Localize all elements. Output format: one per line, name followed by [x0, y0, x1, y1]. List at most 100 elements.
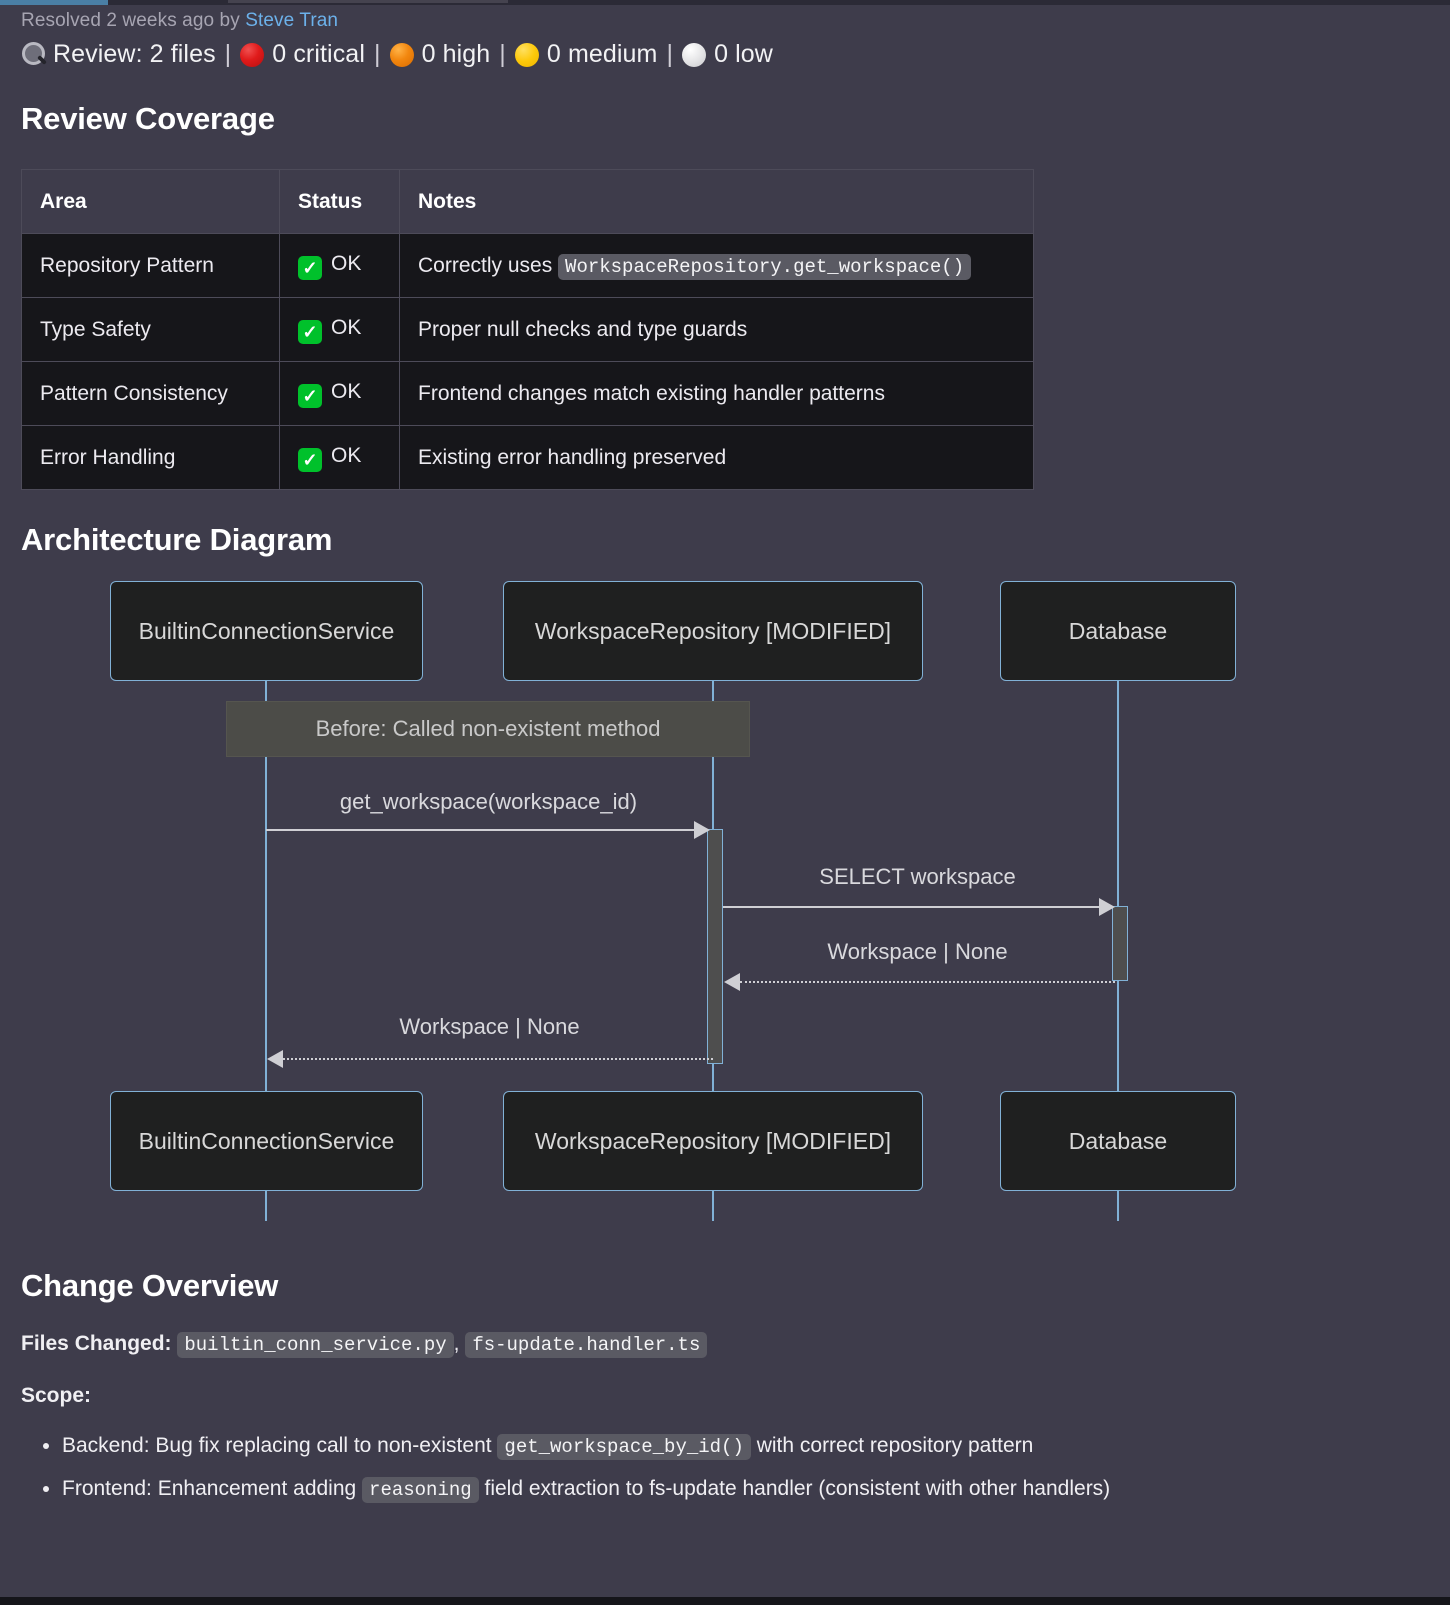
- check-mark-icon: ✓: [298, 319, 322, 344]
- participant-label: WorkspaceRepository [MODIFIED]: [534, 617, 892, 644]
- participant-top-repo[interactable]: WorkspaceRepository [MODIFIED]: [503, 581, 923, 681]
- participant-bottom-svc[interactable]: BuiltinConnectionService: [110, 1091, 423, 1191]
- participant-label: BuiltinConnectionService: [138, 617, 395, 644]
- progress-secondary-segment: [228, 0, 508, 3]
- author-link[interactable]: Steve Tran: [245, 10, 339, 31]
- message-arrow-1: [266, 829, 696, 831]
- scope-text-suffix: field extraction to fs-update handler (c…: [478, 1476, 1111, 1500]
- cell-notes: Proper null checks and type guards: [399, 297, 1034, 362]
- orange-circle-icon: [389, 42, 414, 67]
- review-summary-bar: Review: 2 files | 0 critical | 0 high | …: [0, 32, 1450, 69]
- participant-label: Database: [1068, 617, 1168, 644]
- arrowhead-left-3: [724, 973, 740, 991]
- scope-list: Backend: Bug fix replacing call to non-e…: [0, 1432, 1450, 1503]
- files-changed-line: Files Changed: builtin_conn_service.py, …: [21, 1332, 1450, 1358]
- bottom-bar: [0, 1597, 1450, 1605]
- message-label-2: SELECT workspace: [819, 864, 1016, 889]
- severity-critical-label: 0 critical: [272, 40, 365, 68]
- status-text: OK: [331, 315, 362, 339]
- cell-area: Pattern Consistency: [21, 361, 280, 426]
- diagram-note: Before: Called non-existent method: [226, 701, 750, 757]
- cell-status: ✓ OK: [279, 361, 400, 426]
- lifeline-svc: [265, 681, 267, 1221]
- check-mark-icon: ✓: [298, 383, 322, 408]
- column-header-status: Status: [279, 169, 400, 234]
- participant-label: BuiltinConnectionService: [138, 1127, 395, 1154]
- arrowhead-left-4: [267, 1050, 283, 1068]
- message-label-1: get_workspace(workspace_id): [339, 789, 638, 814]
- cell-status: ✓ OK: [279, 425, 400, 490]
- arrowhead-right-2: [1099, 898, 1115, 916]
- red-circle-icon: [240, 42, 265, 67]
- summary-separator-1: |: [224, 40, 232, 68]
- cell-area: Error Handling: [21, 425, 280, 490]
- status-text: OK: [331, 251, 362, 275]
- message-label-4: Workspace | None: [399, 1014, 580, 1039]
- white-circle-icon: [682, 42, 707, 67]
- activation-repo: [707, 829, 723, 1064]
- notes-text: Correctly uses: [418, 253, 559, 277]
- architecture-diagram-title: Architecture Diagram: [21, 522, 333, 557]
- status-text: OK: [331, 443, 362, 467]
- scope-label-text: Scope:: [21, 1384, 92, 1407]
- scope-code: get_workspace_by_id(): [497, 1434, 751, 1460]
- file-chip-1[interactable]: builtin_conn_service.py: [177, 1332, 454, 1358]
- top-progress-strip: [0, 0, 1450, 5]
- arrowhead-right-1: [694, 821, 710, 839]
- cell-status: ✓ OK: [279, 297, 400, 362]
- summary-separator-4: |: [666, 40, 674, 68]
- check-mark-icon: ✓: [298, 447, 322, 472]
- cell-notes: Frontend changes match existing handler …: [399, 361, 1034, 426]
- review-files-label: Review: 2 files: [53, 40, 216, 68]
- activation-db: [1112, 906, 1128, 981]
- notes-text: Existing error handling preserved: [418, 445, 727, 469]
- message-arrow-2: [723, 906, 1101, 908]
- scope-text-suffix: with correct repository pattern: [750, 1434, 1034, 1457]
- message-arrow-4: [283, 1058, 713, 1060]
- scope-text-prefix: Frontend: Enhancement adding: [62, 1476, 363, 1500]
- cell-area: Type Safety: [21, 297, 280, 362]
- notes-text: Frontend changes match existing handler …: [418, 381, 885, 405]
- files-changed-label: Files Changed:: [21, 1332, 172, 1355]
- check-mark-icon: ✓: [298, 255, 322, 280]
- cell-notes: Existing error handling preserved: [399, 425, 1034, 490]
- cell-status: ✓ OK: [279, 233, 400, 298]
- table-header-row: Area Status Notes: [21, 169, 1034, 234]
- table-row: Pattern Consistency ✓ OK Frontend changes…: [21, 361, 1034, 426]
- participant-label: WorkspaceRepository [MODIFIED]: [534, 1127, 892, 1154]
- participant-bottom-repo[interactable]: WorkspaceRepository [MODIFIED]: [503, 1091, 923, 1191]
- message-label-3: Workspace | None: [827, 939, 1008, 964]
- list-item: Frontend: Enhancement adding reasoning f…: [62, 1475, 1450, 1504]
- severity-high-label: 0 high: [421, 40, 491, 68]
- resolved-text: Resolved 2 weeks ago by: [21, 10, 240, 31]
- files-separator: ,: [453, 1332, 460, 1355]
- cell-area: Repository Pattern: [21, 233, 280, 298]
- table-row: Error Handling ✓ OK Existing error handli…: [21, 425, 1034, 490]
- column-header-notes: Notes: [399, 169, 1034, 234]
- list-item: Backend: Bug fix replacing call to non-e…: [62, 1432, 1450, 1461]
- cell-notes: Correctly uses WorkspaceRepository.get_w…: [399, 233, 1034, 298]
- severity-medium-label: 0 medium: [546, 40, 658, 68]
- summary-separator-3: |: [499, 40, 506, 68]
- note-text: Before: Called non-existent method: [315, 716, 661, 741]
- scope-code: reasoning: [362, 1476, 479, 1503]
- table-row: Repository Pattern ✓ OK Correctly uses Wo…: [21, 233, 1034, 298]
- file-chip-2[interactable]: fs-update.handler.ts: [465, 1332, 708, 1358]
- progress-fill: [0, 0, 108, 5]
- notes-code: WorkspaceRepository.get_workspace(): [558, 253, 972, 280]
- participant-top-svc[interactable]: BuiltinConnectionService: [110, 581, 423, 681]
- severity-low-label: 0 low: [714, 40, 773, 68]
- notes-text: Proper null checks and type guards: [418, 317, 748, 341]
- participant-label: Database: [1068, 1127, 1168, 1154]
- participant-top-db[interactable]: Database: [1000, 581, 1236, 681]
- review-coverage-title: Review Coverage: [21, 101, 275, 136]
- summary-separator-2: |: [373, 40, 381, 68]
- scope-text-prefix: Backend: Bug fix replacing call to non-e…: [62, 1434, 498, 1457]
- status-text: OK: [331, 379, 362, 403]
- scope-label: Scope:: [21, 1384, 1450, 1408]
- participant-bottom-db[interactable]: Database: [1000, 1091, 1236, 1191]
- column-header-area: Area: [21, 169, 280, 234]
- review-coverage-table: Area Status Notes Repository Pattern ✓ OK…: [21, 169, 1034, 490]
- magnifier-icon: [21, 41, 47, 68]
- message-arrow-3: [740, 981, 1115, 983]
